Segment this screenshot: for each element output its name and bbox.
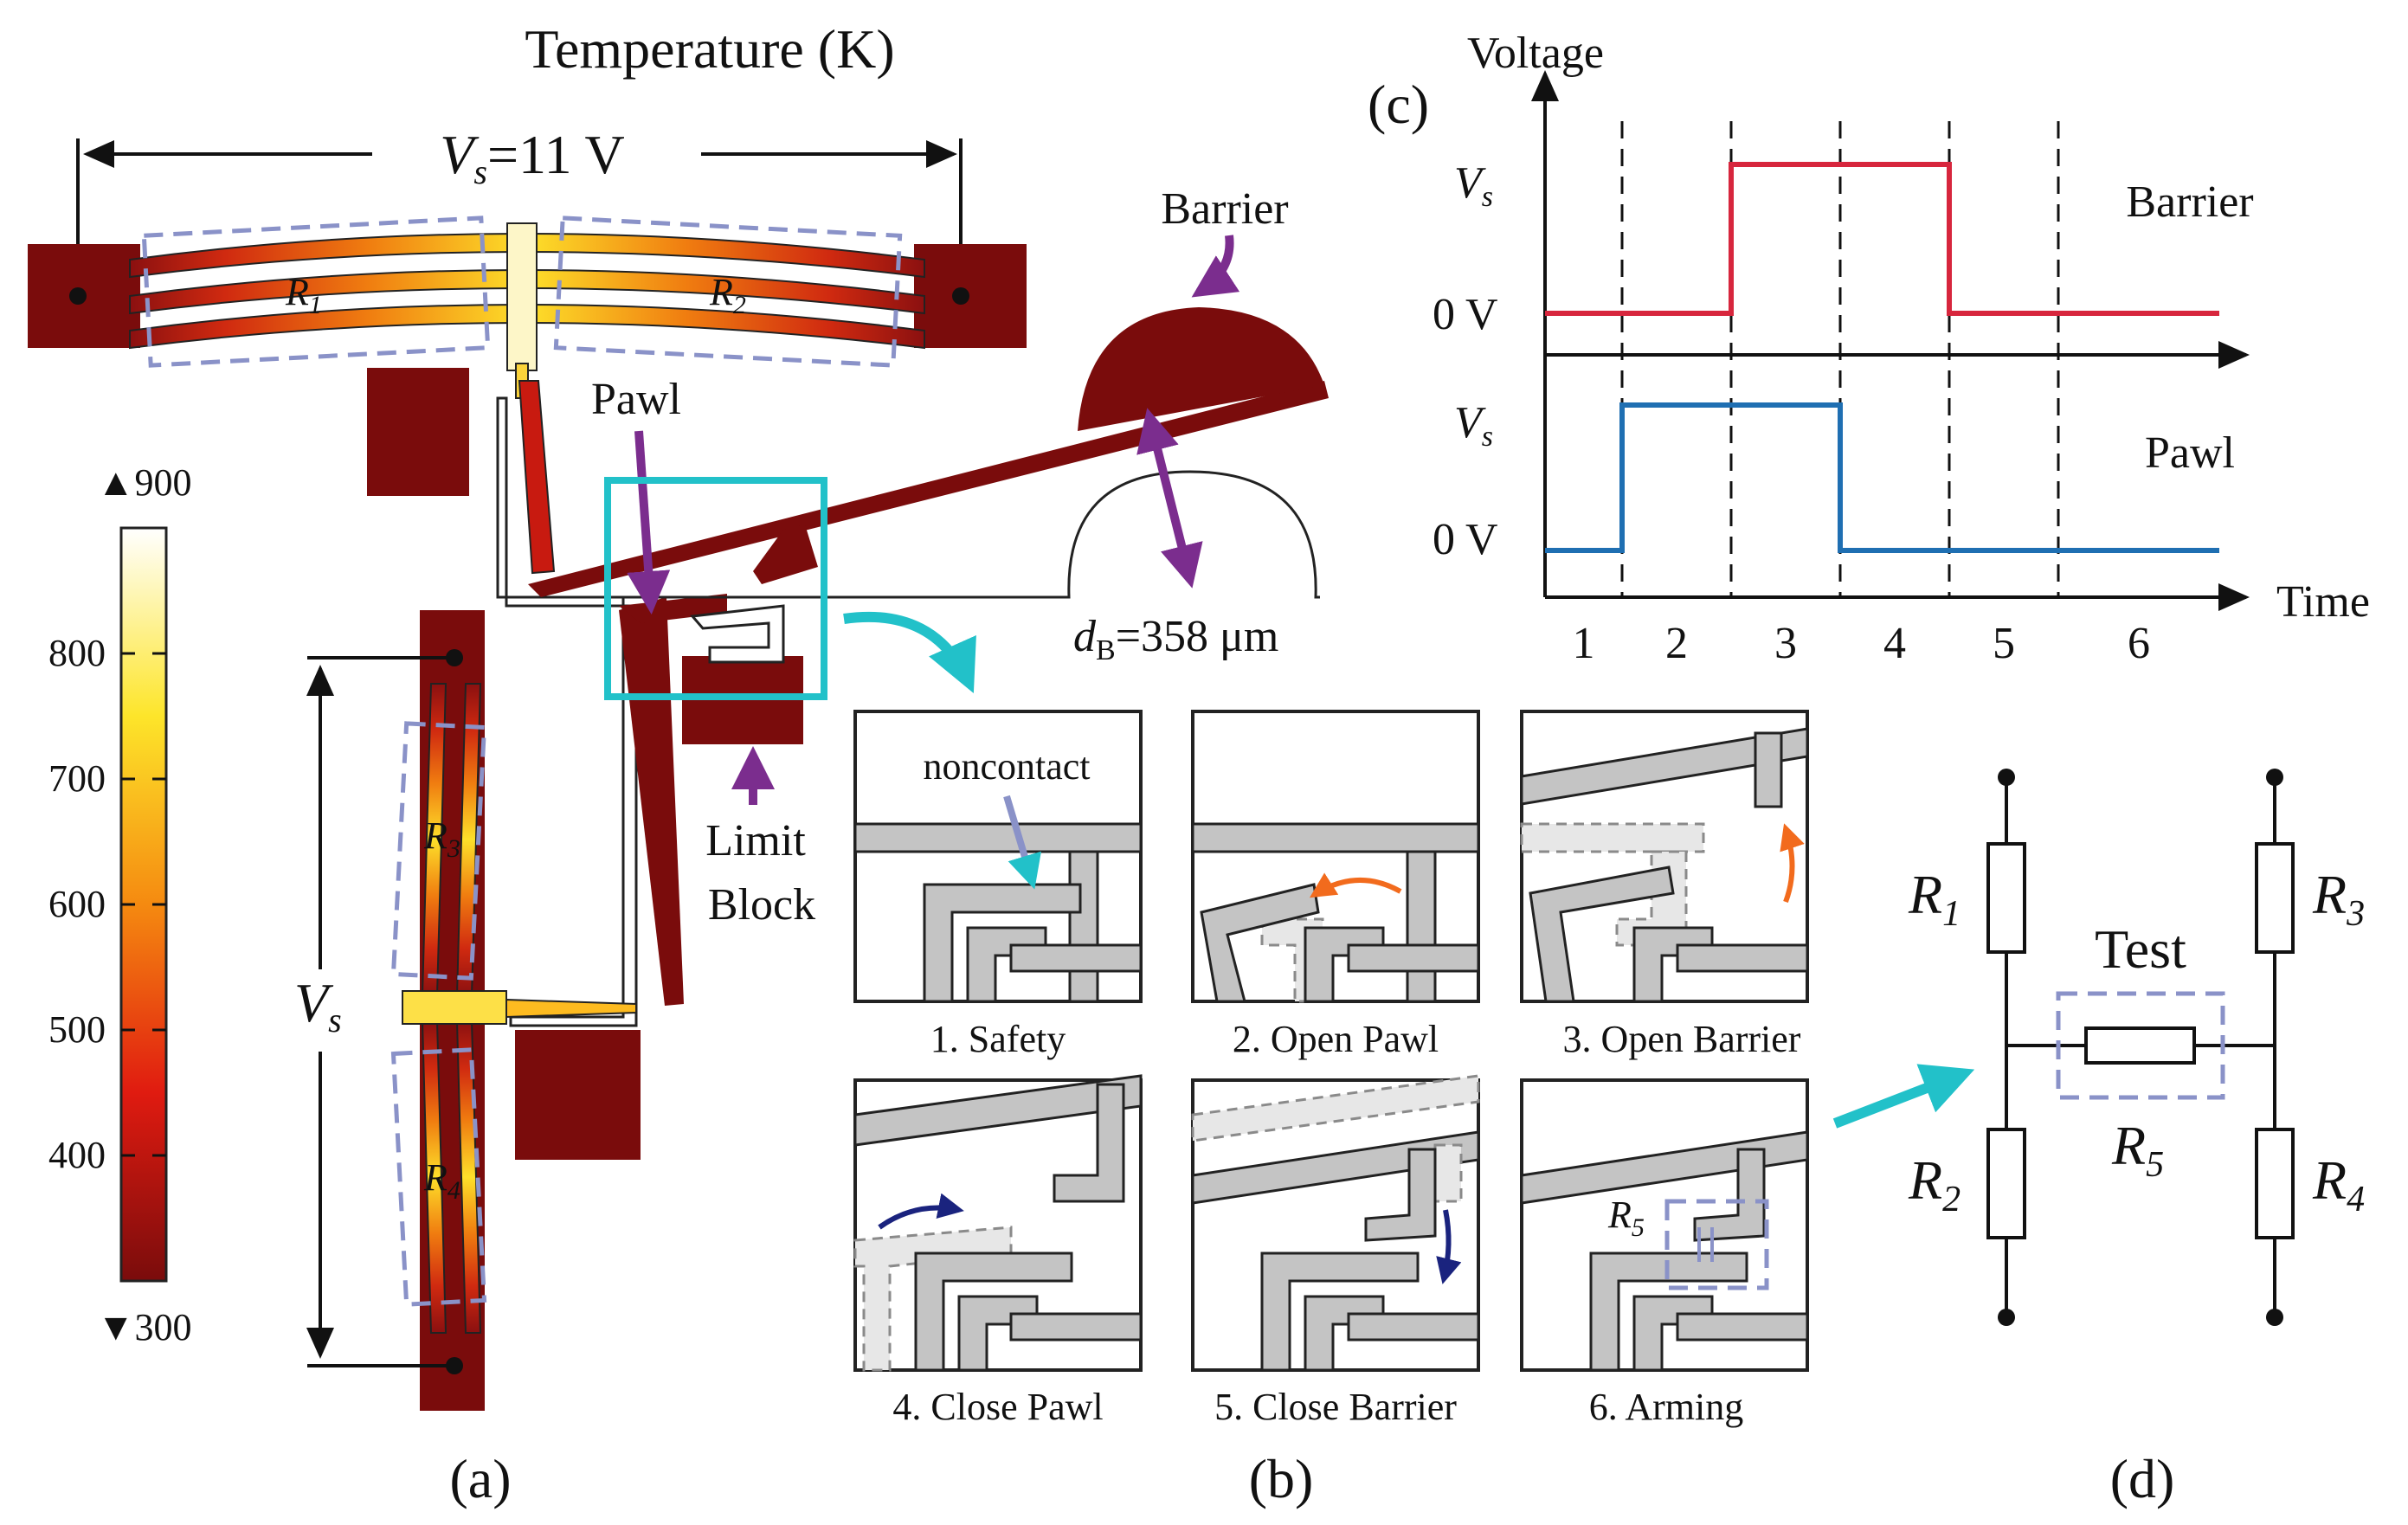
r4-region-box bbox=[390, 1047, 487, 1307]
r5-resistor bbox=[2084, 1026, 2196, 1065]
pawl-signal-name: Pawl bbox=[2145, 428, 2235, 478]
r4-resistor bbox=[2255, 1128, 2295, 1239]
step-6-frame: R5 bbox=[1520, 1078, 1809, 1372]
r4-label: R4 bbox=[423, 1156, 460, 1205]
linkage-outline bbox=[496, 396, 638, 1027]
colorbar-max-label: ▲900 bbox=[97, 461, 192, 504]
barrier-strut bbox=[753, 524, 818, 584]
step-5-frame bbox=[1191, 1074, 1480, 1372]
step-4-frame bbox=[853, 1074, 1143, 1372]
panel-a: Temperature (K) Vs=11 V R1 R2 bbox=[28, 18, 1329, 1509]
panel-a-caption: (a) bbox=[449, 1448, 511, 1509]
temperature-title: Temperature (K) bbox=[525, 18, 894, 80]
signal-trace-barrier bbox=[1545, 162, 2219, 316]
panel-d-caption: (d) bbox=[2110, 1448, 2175, 1509]
pawl-pointer-arrow bbox=[627, 430, 671, 615]
side-supply-label: Vs bbox=[294, 972, 342, 1039]
vertical-thermal-actuator bbox=[402, 610, 637, 1411]
barrier-signal-name: Barrier bbox=[2126, 177, 2253, 227]
noncontact-label: noncontact bbox=[923, 745, 1090, 788]
test-region-box bbox=[2056, 991, 2225, 1100]
barrier-label: Barrier bbox=[1161, 184, 1288, 234]
barrier-low-level-label: 0 V bbox=[1433, 290, 1498, 339]
barrier-head bbox=[1078, 307, 1324, 431]
panel-d: Test R1 R2 R3 R4 R5 (d) bbox=[1832, 769, 2365, 1509]
voltage-axis-label: Voltage bbox=[1467, 29, 1604, 78]
panel-c: (c) Voltage Time 1 2 3 4 5 6 Vs 0 V Vs 0 V Ba… bbox=[1368, 29, 2370, 668]
period-labels: 1 2 3 4 5 6 bbox=[1573, 619, 2151, 668]
barrier-pointer-arrow bbox=[1191, 235, 1240, 298]
period-label: 3 bbox=[1774, 619, 1797, 668]
barrier-gap-label: dB=358 μm bbox=[1073, 612, 1278, 666]
barrier-arm bbox=[528, 381, 1329, 597]
zoom-arrow bbox=[843, 611, 976, 693]
signal-trace-pawl bbox=[1545, 402, 2219, 553]
step-4-label: 4. Close Pawl bbox=[892, 1386, 1103, 1428]
r1-resistor bbox=[1986, 842, 2026, 954]
period-label: 5 bbox=[1993, 619, 2015, 668]
colorbar-tick-label: 600 bbox=[48, 883, 106, 925]
step-2-frame bbox=[1191, 710, 1480, 1003]
r3-region-box bbox=[390, 721, 487, 981]
step-1-frame: noncontact bbox=[853, 710, 1143, 1003]
step-6-label: 6. Arming bbox=[1589, 1386, 1743, 1428]
colorbar-tick-label: 500 bbox=[48, 1008, 106, 1051]
r3-label: R3 bbox=[423, 814, 460, 863]
colorbar-min-label: ▼300 bbox=[97, 1306, 192, 1348]
r1-label: R1 bbox=[285, 271, 322, 319]
time-axis-label: Time bbox=[2276, 577, 2370, 627]
limit-block-label-line1: Limit bbox=[705, 816, 806, 865]
panel-d-pointer-arrow bbox=[1832, 1064, 1975, 1129]
horizontal-thermal-actuator bbox=[28, 222, 1027, 399]
period-label: 6 bbox=[2128, 619, 2150, 668]
step-3-frame bbox=[1520, 710, 1809, 1003]
supply-voltage-label: Vs=11 V bbox=[440, 124, 624, 191]
barrier-high-level-label: Vs bbox=[1454, 158, 1493, 213]
period-label: 4 bbox=[1883, 619, 1906, 668]
period-label: 1 bbox=[1573, 619, 1595, 668]
colorbar-tick-label: 400 bbox=[48, 1134, 106, 1176]
r3-circuit-label: R3 bbox=[2312, 864, 2365, 934]
anchor-block-top bbox=[367, 368, 469, 496]
r5-step-label: R5 bbox=[1607, 1194, 1645, 1242]
r2-resistor bbox=[1986, 1128, 2026, 1239]
pawl-arm bbox=[518, 380, 556, 575]
colorbar-tick-label: 800 bbox=[48, 632, 106, 674]
panel-b-caption: (b) bbox=[1249, 1448, 1314, 1509]
r2-label: R2 bbox=[709, 271, 746, 319]
step-1-label: 1. Safety bbox=[930, 1018, 1066, 1060]
limit-block-label-line2: Block bbox=[708, 880, 815, 930]
pawl-hook bbox=[690, 604, 785, 664]
period-label: 2 bbox=[1665, 619, 1688, 668]
step-5-label: 5. Close Barrier bbox=[1214, 1386, 1457, 1428]
r2-region-box bbox=[553, 216, 903, 368]
pawl-label: Pawl bbox=[591, 375, 681, 424]
pawl-zoom-box bbox=[604, 477, 827, 700]
step-2-label: 2. Open Pawl bbox=[1233, 1018, 1439, 1060]
r2-circuit-label: R2 bbox=[1908, 1149, 1961, 1219]
anchor-block-bottom bbox=[515, 1030, 641, 1160]
colorbar-tick-label: 700 bbox=[48, 757, 106, 800]
r3-resistor bbox=[2255, 842, 2295, 954]
pawl-high-level-label: Vs bbox=[1454, 398, 1493, 453]
pawl-beam bbox=[619, 597, 684, 1006]
pawl-low-level-label: 0 V bbox=[1433, 515, 1498, 564]
step-3-label: 3. Open Barrier bbox=[1563, 1018, 1801, 1060]
r1-circuit-label: R1 bbox=[1908, 864, 1961, 934]
colorbar-ticks: 800 700 600 500 400 bbox=[48, 632, 166, 1176]
barrier-gap-arrow bbox=[1136, 408, 1203, 589]
timing-signals bbox=[1545, 162, 2219, 553]
r4-circuit-label: R4 bbox=[2312, 1149, 2365, 1219]
panel-c-tag: (c) bbox=[1368, 74, 1429, 135]
test-label: Test bbox=[2095, 918, 2186, 980]
r5-circuit-label: R5 bbox=[2111, 1115, 2164, 1185]
r1-region-box bbox=[141, 216, 491, 368]
panel-b: noncontact 1. Safety 2. Open Pawl bbox=[853, 710, 1809, 1509]
